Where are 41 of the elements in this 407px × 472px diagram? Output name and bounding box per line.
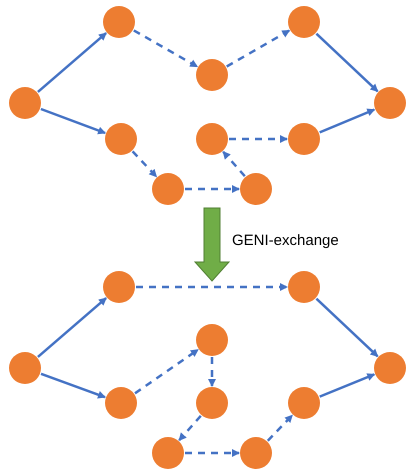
node-circle: [9, 87, 41, 119]
arrow: [316, 298, 378, 358]
arrow: [316, 32, 378, 92]
node-circle: [105, 123, 137, 155]
node-circle: [103, 271, 135, 303]
node-circle: [288, 6, 320, 38]
node-circle: [240, 173, 272, 205]
arrow: [37, 32, 107, 93]
node-circle: [196, 324, 228, 356]
node-circle: [103, 6, 135, 38]
node-circle: [152, 437, 184, 469]
arrow: [226, 29, 290, 68]
node-circle: [152, 173, 184, 205]
arrow: [222, 150, 246, 178]
node-circle: [288, 387, 320, 419]
arrow: [178, 414, 202, 442]
arrow: [319, 373, 376, 398]
arrow: [37, 297, 107, 358]
arrow: [40, 372, 106, 399]
arrow: [134, 348, 199, 394]
arrow: [208, 357, 216, 387]
arrow: [136, 283, 288, 291]
node-circle: [105, 387, 137, 419]
node-circle: [374, 352, 406, 384]
node-circle: [196, 387, 228, 419]
arrow: [319, 108, 376, 134]
arrow: [185, 185, 240, 193]
node-circle: [288, 271, 320, 303]
node-circle: [374, 87, 406, 119]
arrow: [132, 150, 158, 178]
arrow: [185, 449, 240, 457]
node-circle: [196, 123, 228, 155]
transition-label: GENI-exchange: [232, 232, 339, 249]
arrow: [266, 414, 294, 442]
arrow: [40, 108, 106, 134]
node-circle: [240, 437, 272, 469]
arrow: [133, 29, 198, 68]
node-circle: [9, 352, 41, 384]
arrow: [229, 135, 288, 143]
node-circle: [288, 123, 320, 155]
node-circle: [196, 59, 228, 91]
